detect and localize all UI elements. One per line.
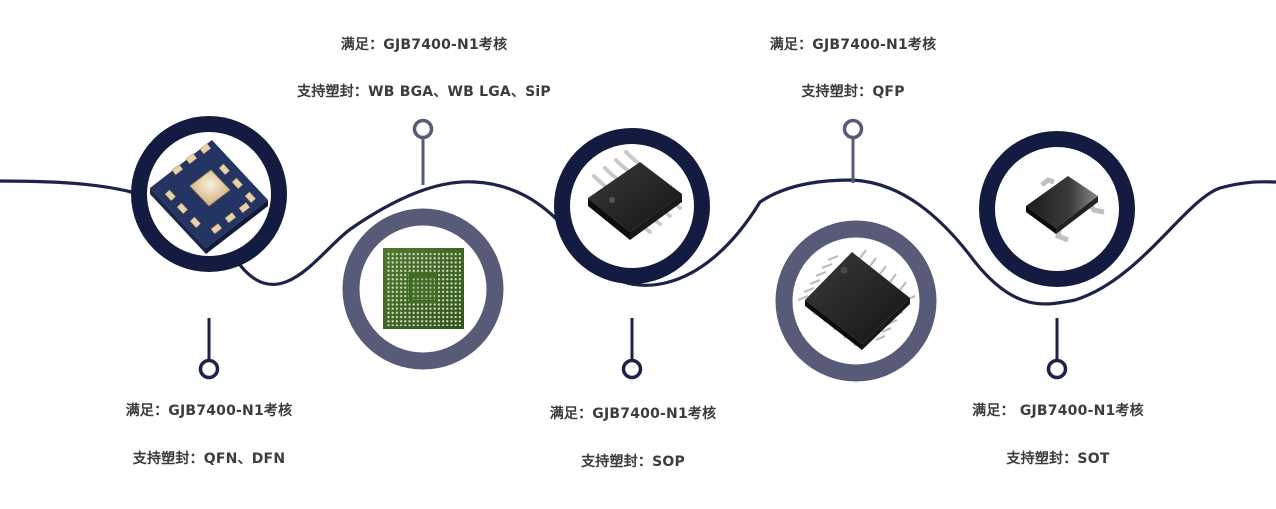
package-ring-1: [131, 116, 287, 272]
qfn-chip-icon: [150, 140, 268, 254]
connector-node-5: [1046, 358, 1068, 380]
connector-node-4: [842, 118, 864, 140]
requirement-label-2: 满足：GJB7400-N1考核: [340, 37, 508, 53]
support-label-3: 支持塑封：SOP: [581, 454, 685, 470]
support-label-1: 支持塑封：QFN、DFN: [132, 451, 286, 467]
requirement-label-3: 满足：GJB7400-N1考核: [549, 406, 717, 422]
connector-node-2: [412, 118, 434, 140]
support-label-4: 支持塑封：QFP: [801, 84, 905, 100]
package-ring-4: [775, 220, 937, 382]
requirement-label-5: 满足： GJB7400-N1考核: [972, 403, 1144, 419]
qfp-chip-icon: [797, 249, 916, 350]
package-ring-2: [342, 208, 504, 370]
connector-node-3: [621, 358, 643, 380]
connector-node-1: [198, 358, 220, 380]
package-ring-5: [979, 131, 1135, 287]
sot-chip-icon: [1026, 176, 1105, 243]
sop-chip-icon: [588, 150, 682, 240]
support-label-2: 支持塑封：WB BGA、WB LGA、SiP: [297, 84, 551, 100]
requirement-label-4: 满足：GJB7400-N1考核: [769, 37, 937, 53]
bga-chip-icon: [383, 248, 464, 329]
requirement-label-1: 满足：GJB7400-N1考核: [125, 403, 293, 419]
package-ring-3: [554, 128, 710, 284]
timeline-wave: [0, 178, 1276, 306]
support-label-5: 支持塑封：SOT: [1006, 451, 1110, 467]
